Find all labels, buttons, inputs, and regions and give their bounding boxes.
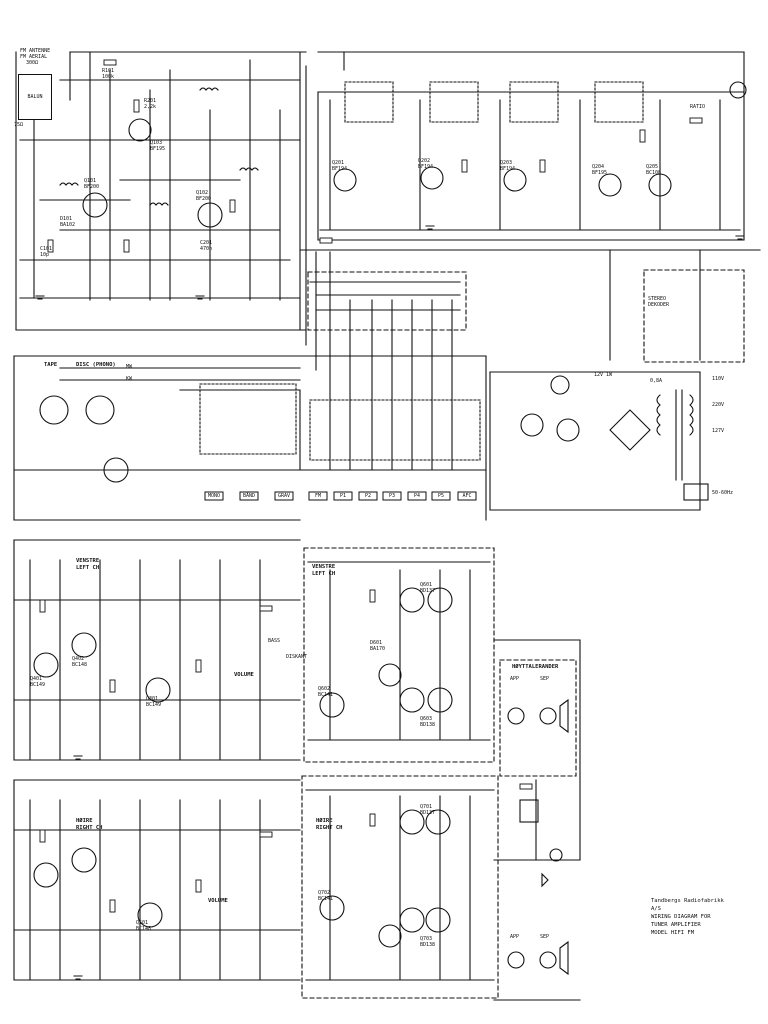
left-preamp-subtitle: LEFT CH [76, 565, 100, 571]
transistor-q703-label: Q703 BD138 [420, 936, 436, 948]
fm-impedance-label: 300Ω [26, 60, 39, 66]
mains-hz-label: 50-60Hz [712, 490, 734, 496]
left-amp-subtitle: LEFT CH [312, 571, 336, 577]
diode-d601-label: D601 BA170 [370, 640, 386, 652]
speaker-section-label: HØYTTALERANDER [512, 664, 559, 670]
fuse-label: 0,8A [650, 378, 663, 384]
button-p2: P2 [364, 493, 372, 499]
title-block: Tandbergs Radiofabrikk A/S WIRING DIAGRA… [651, 897, 731, 937]
transistor-q102-label: Q102 BF200 [196, 190, 212, 202]
button-mono: MONO [207, 493, 221, 499]
transistor-q203-label: Q203 BF194 [500, 160, 516, 172]
transistor-q402-label: Q402 BC148 [72, 656, 88, 668]
transistor-q103-label: Q103 BF195 [150, 140, 166, 152]
speaker-app-label: APP [510, 676, 520, 682]
diode-d101-label: D101 BA102 [60, 216, 76, 228]
mains-127-label: 127V [712, 428, 725, 434]
button-afc: AFC [462, 493, 472, 499]
speaker-sep-label-2: SEP [540, 934, 550, 940]
resistor-r101-label: R101 100k [102, 68, 115, 80]
impedance-75-label: 75Ω [14, 122, 24, 128]
transistor-q101-label: Q101 BF200 [84, 178, 100, 190]
capacitor-c201-label: C201 470n [200, 240, 213, 252]
resistor-r201-label: R201 2,2k [144, 98, 157, 110]
tape-label: TAPE [44, 362, 58, 368]
right-amp-subtitle: RIGHT CH [316, 825, 343, 831]
button-grav: GRAV [277, 493, 291, 499]
title-line-2: WIRING DIAGRAM FOR [651, 914, 711, 920]
volume-right-label: VOLUME [208, 898, 228, 904]
stereo-decoder-label: STEREO DEKODER [648, 296, 670, 308]
title-line-3: TUNER AMPLIFIER [651, 922, 701, 928]
fm-aerial-label: FM AERIAL [20, 54, 48, 60]
right-amp-title: HØIRE [316, 818, 333, 824]
transistor-q601-label: Q601 BD137 [420, 582, 436, 594]
title-company: Tandbergs Radiofabrikk A/S [651, 898, 724, 912]
title-line-4: MODEL HIFI FM [651, 930, 695, 936]
left-preamp-title: VENSTRE [76, 558, 100, 564]
transistor-q301-label: Q301 BC149 [146, 696, 162, 708]
transistor-q204-label: Q204 BF195 [592, 164, 608, 176]
transistor-q501-label: Q501 BC148 [136, 920, 152, 932]
treble-label: DISKANT [286, 654, 308, 660]
transistor-q202-label: Q202 BF194 [418, 158, 434, 170]
speaker-app-label-2: APP [510, 934, 520, 940]
mains-220-label: 220V [712, 402, 725, 408]
right-preamp-subtitle: RIGHT CH [76, 825, 103, 831]
bass-label: BASS [268, 638, 281, 644]
transistor-q603-label: Q603 BD138 [420, 716, 436, 728]
button-p4: P4 [413, 493, 421, 499]
right-preamp-title: HØIRE [76, 818, 93, 824]
mains-110-label: 110V [712, 376, 725, 382]
transistor-q702-label: Q702 BC141 [318, 890, 334, 902]
volume-left-label: VOLUME [234, 672, 254, 678]
mw-label: MW [126, 364, 133, 370]
ratio-detector-label: RATIO [690, 104, 706, 110]
button-band: BÅND [242, 493, 256, 499]
speaker-sep-label: SEP [540, 676, 550, 682]
transistor-q201-label: Q201 BF194 [332, 160, 348, 172]
kw-label: KW [126, 376, 133, 382]
disc-phono-label: DISC (PHONO) [76, 362, 116, 368]
fm-antenna-label: FM ANTENNE [20, 48, 51, 54]
button-p3: P3 [388, 493, 396, 499]
button-p1: P1 [339, 493, 347, 499]
balun-block: BALUN [18, 74, 52, 120]
left-amp-title: VENSTRE [312, 564, 336, 570]
transistor-q205-label: Q205 BC108 [646, 164, 662, 176]
button-p5: P5 [437, 493, 445, 499]
transistor-q602-label: Q602 BC141 [318, 686, 334, 698]
capacitor-c101-label: C101 10p [40, 246, 53, 258]
transistor-q701-label: Q701 BD137 [420, 804, 436, 816]
lamp-label: 12V 1W [594, 372, 613, 378]
transistor-q401-label: Q401 BC149 [30, 676, 46, 688]
button-fm: FM [314, 493, 322, 499]
